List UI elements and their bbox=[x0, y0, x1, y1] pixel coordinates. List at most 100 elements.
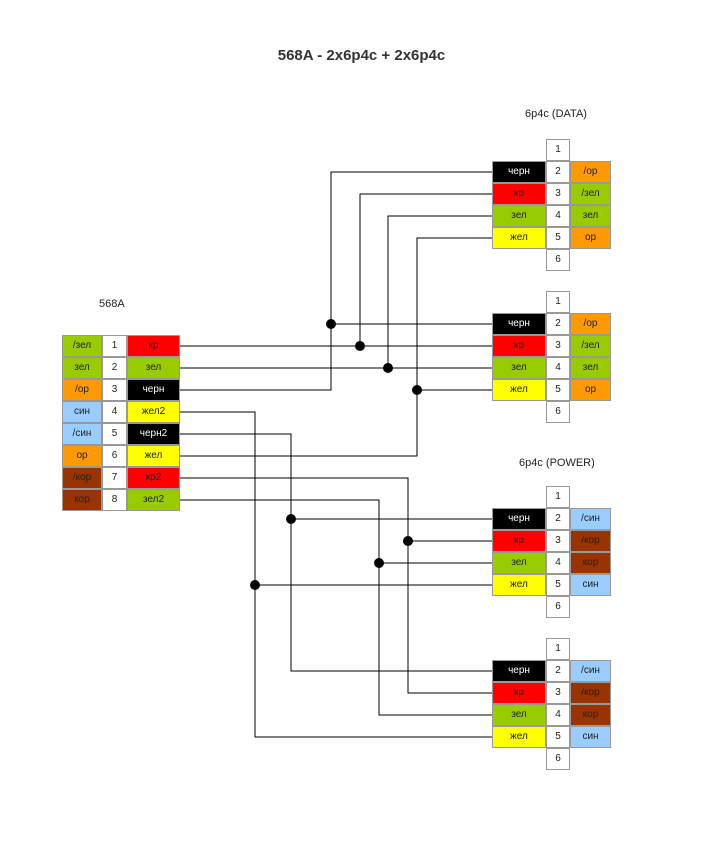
connector-wire-cell: черн bbox=[492, 660, 546, 682]
connector-pair-cell: /ор bbox=[570, 161, 611, 183]
connector-wire-cell: черн bbox=[492, 161, 546, 183]
connector-wire-cell: зел bbox=[492, 704, 546, 726]
connector-pair-cell: кор bbox=[570, 704, 611, 726]
connector-pin-cell: 2 bbox=[546, 660, 570, 682]
connector-wire-cell: зел bbox=[492, 357, 546, 379]
connector-wire-cell: кр bbox=[492, 335, 546, 357]
wire bbox=[330, 171, 492, 324]
source-pair-cell: ор bbox=[62, 445, 102, 467]
source-pin-cell: 8 bbox=[102, 489, 127, 511]
connector-pin-cell: 4 bbox=[546, 704, 570, 726]
connector-pair-cell: син bbox=[570, 574, 611, 596]
connector-pin-cell: 1 bbox=[546, 291, 570, 313]
connector-pin-cell: 5 bbox=[546, 227, 570, 249]
connector-wire-cell: черн bbox=[492, 508, 546, 530]
connector-pin-cell: 2 bbox=[546, 161, 570, 183]
source-wire-cell: черн2 bbox=[127, 423, 180, 445]
source-pin-cell: 3 bbox=[102, 379, 127, 401]
connector-pin-cell: 4 bbox=[546, 205, 570, 227]
source-wire-cell: зел bbox=[127, 357, 180, 379]
connector-pair-cell: /ор bbox=[570, 313, 611, 335]
connector-pin-cell: 2 bbox=[546, 313, 570, 335]
connector-wire-cell: черн bbox=[492, 313, 546, 335]
source-pin-cell: 6 bbox=[102, 445, 127, 467]
source-wire-cell: жел2 bbox=[127, 401, 180, 423]
source-wire-cell: жел bbox=[127, 445, 180, 467]
wire bbox=[416, 237, 492, 390]
connector-pair-cell: ор bbox=[570, 227, 611, 249]
connector-wire-cell: жел bbox=[492, 726, 546, 748]
connector-pair-cell: кор bbox=[570, 552, 611, 574]
connector-pin-cell: 1 bbox=[546, 486, 570, 508]
source-wire-cell: кр2 bbox=[127, 467, 180, 489]
connector-pair-cell: /зел bbox=[570, 335, 611, 357]
source-pair-cell: зел bbox=[62, 357, 102, 379]
junction-dot bbox=[374, 558, 384, 568]
connector-pin-cell: 4 bbox=[546, 357, 570, 379]
source-pin-cell: 7 bbox=[102, 467, 127, 489]
connector-wire-cell: кр bbox=[492, 682, 546, 704]
connector-pin-cell: 4 bbox=[546, 552, 570, 574]
connector-wire-cell: кр bbox=[492, 530, 546, 552]
connector-pin-cell: 5 bbox=[546, 574, 570, 596]
connector-pin-cell: 3 bbox=[546, 530, 570, 552]
connector-wire-cell: зел bbox=[492, 552, 546, 574]
wire bbox=[387, 215, 492, 368]
source-wire-cell: черн bbox=[127, 379, 180, 401]
wire bbox=[180, 411, 492, 738]
junction-dot bbox=[383, 363, 393, 373]
connector-pin-cell: 3 bbox=[546, 682, 570, 704]
source-pair-cell: /зел bbox=[62, 335, 102, 357]
source-label: 568A bbox=[99, 298, 125, 310]
connector-pin-cell: 5 bbox=[546, 379, 570, 401]
connector-pair-cell: /зел bbox=[570, 183, 611, 205]
connector-pair-cell: ор bbox=[570, 379, 611, 401]
connector-pin-cell: 6 bbox=[546, 249, 570, 271]
connector-pin-cell: 3 bbox=[546, 183, 570, 205]
connector-pin-cell: 1 bbox=[546, 139, 570, 161]
wire bbox=[359, 193, 492, 346]
connector-pair-cell: /кор bbox=[570, 530, 611, 552]
connector-pair-cell: /кор bbox=[570, 682, 611, 704]
connector-pin-cell: 2 bbox=[546, 508, 570, 530]
source-pair-cell: син bbox=[62, 401, 102, 423]
diagram-title: 568A - 2x6p4c + 2x6p4c bbox=[277, 47, 446, 64]
source-pair-cell: /ор bbox=[62, 379, 102, 401]
connector-pin-cell: 6 bbox=[546, 401, 570, 423]
wire bbox=[180, 433, 492, 672]
connector-pair-cell: /син bbox=[570, 660, 611, 682]
source-pair-cell: /син bbox=[62, 423, 102, 445]
junction-dot bbox=[355, 341, 365, 351]
connector-wire-cell: жел bbox=[492, 574, 546, 596]
connector-wire-cell: жел bbox=[492, 227, 546, 249]
source-pair-cell: кор bbox=[62, 489, 102, 511]
connector-pin-cell: 1 bbox=[546, 638, 570, 660]
connector-pin-cell: 3 bbox=[546, 335, 570, 357]
source-pin-cell: 5 bbox=[102, 423, 127, 445]
wire bbox=[180, 323, 492, 391]
source-pin-cell: 1 bbox=[102, 335, 127, 357]
source-wire-cell: кр bbox=[127, 335, 180, 357]
source-pair-cell: /кор bbox=[62, 467, 102, 489]
connector-wire-cell: жел bbox=[492, 379, 546, 401]
junction-dot bbox=[326, 319, 336, 329]
connector-pin-cell: 5 bbox=[546, 726, 570, 748]
connector-label: 6p4c (DATA) bbox=[525, 108, 587, 120]
junction-dot bbox=[403, 536, 413, 546]
connector-wire-cell: кр bbox=[492, 183, 546, 205]
source-pin-cell: 4 bbox=[102, 401, 127, 423]
wire bbox=[180, 389, 492, 457]
junction-dot bbox=[286, 514, 296, 524]
connector-label: 6p4c (POWER) bbox=[519, 457, 595, 469]
source-pin-cell: 2 bbox=[102, 357, 127, 379]
junction-dot bbox=[412, 385, 422, 395]
junction-dot bbox=[250, 580, 260, 590]
connector-pin-cell: 6 bbox=[546, 748, 570, 770]
connector-pair-cell: зел bbox=[570, 205, 611, 227]
connector-wire-cell: зел bbox=[492, 205, 546, 227]
connector-pair-cell: /син bbox=[570, 508, 611, 530]
source-wire-cell: зел2 bbox=[127, 489, 180, 511]
wire bbox=[180, 499, 492, 716]
connector-pin-cell: 6 bbox=[546, 596, 570, 618]
